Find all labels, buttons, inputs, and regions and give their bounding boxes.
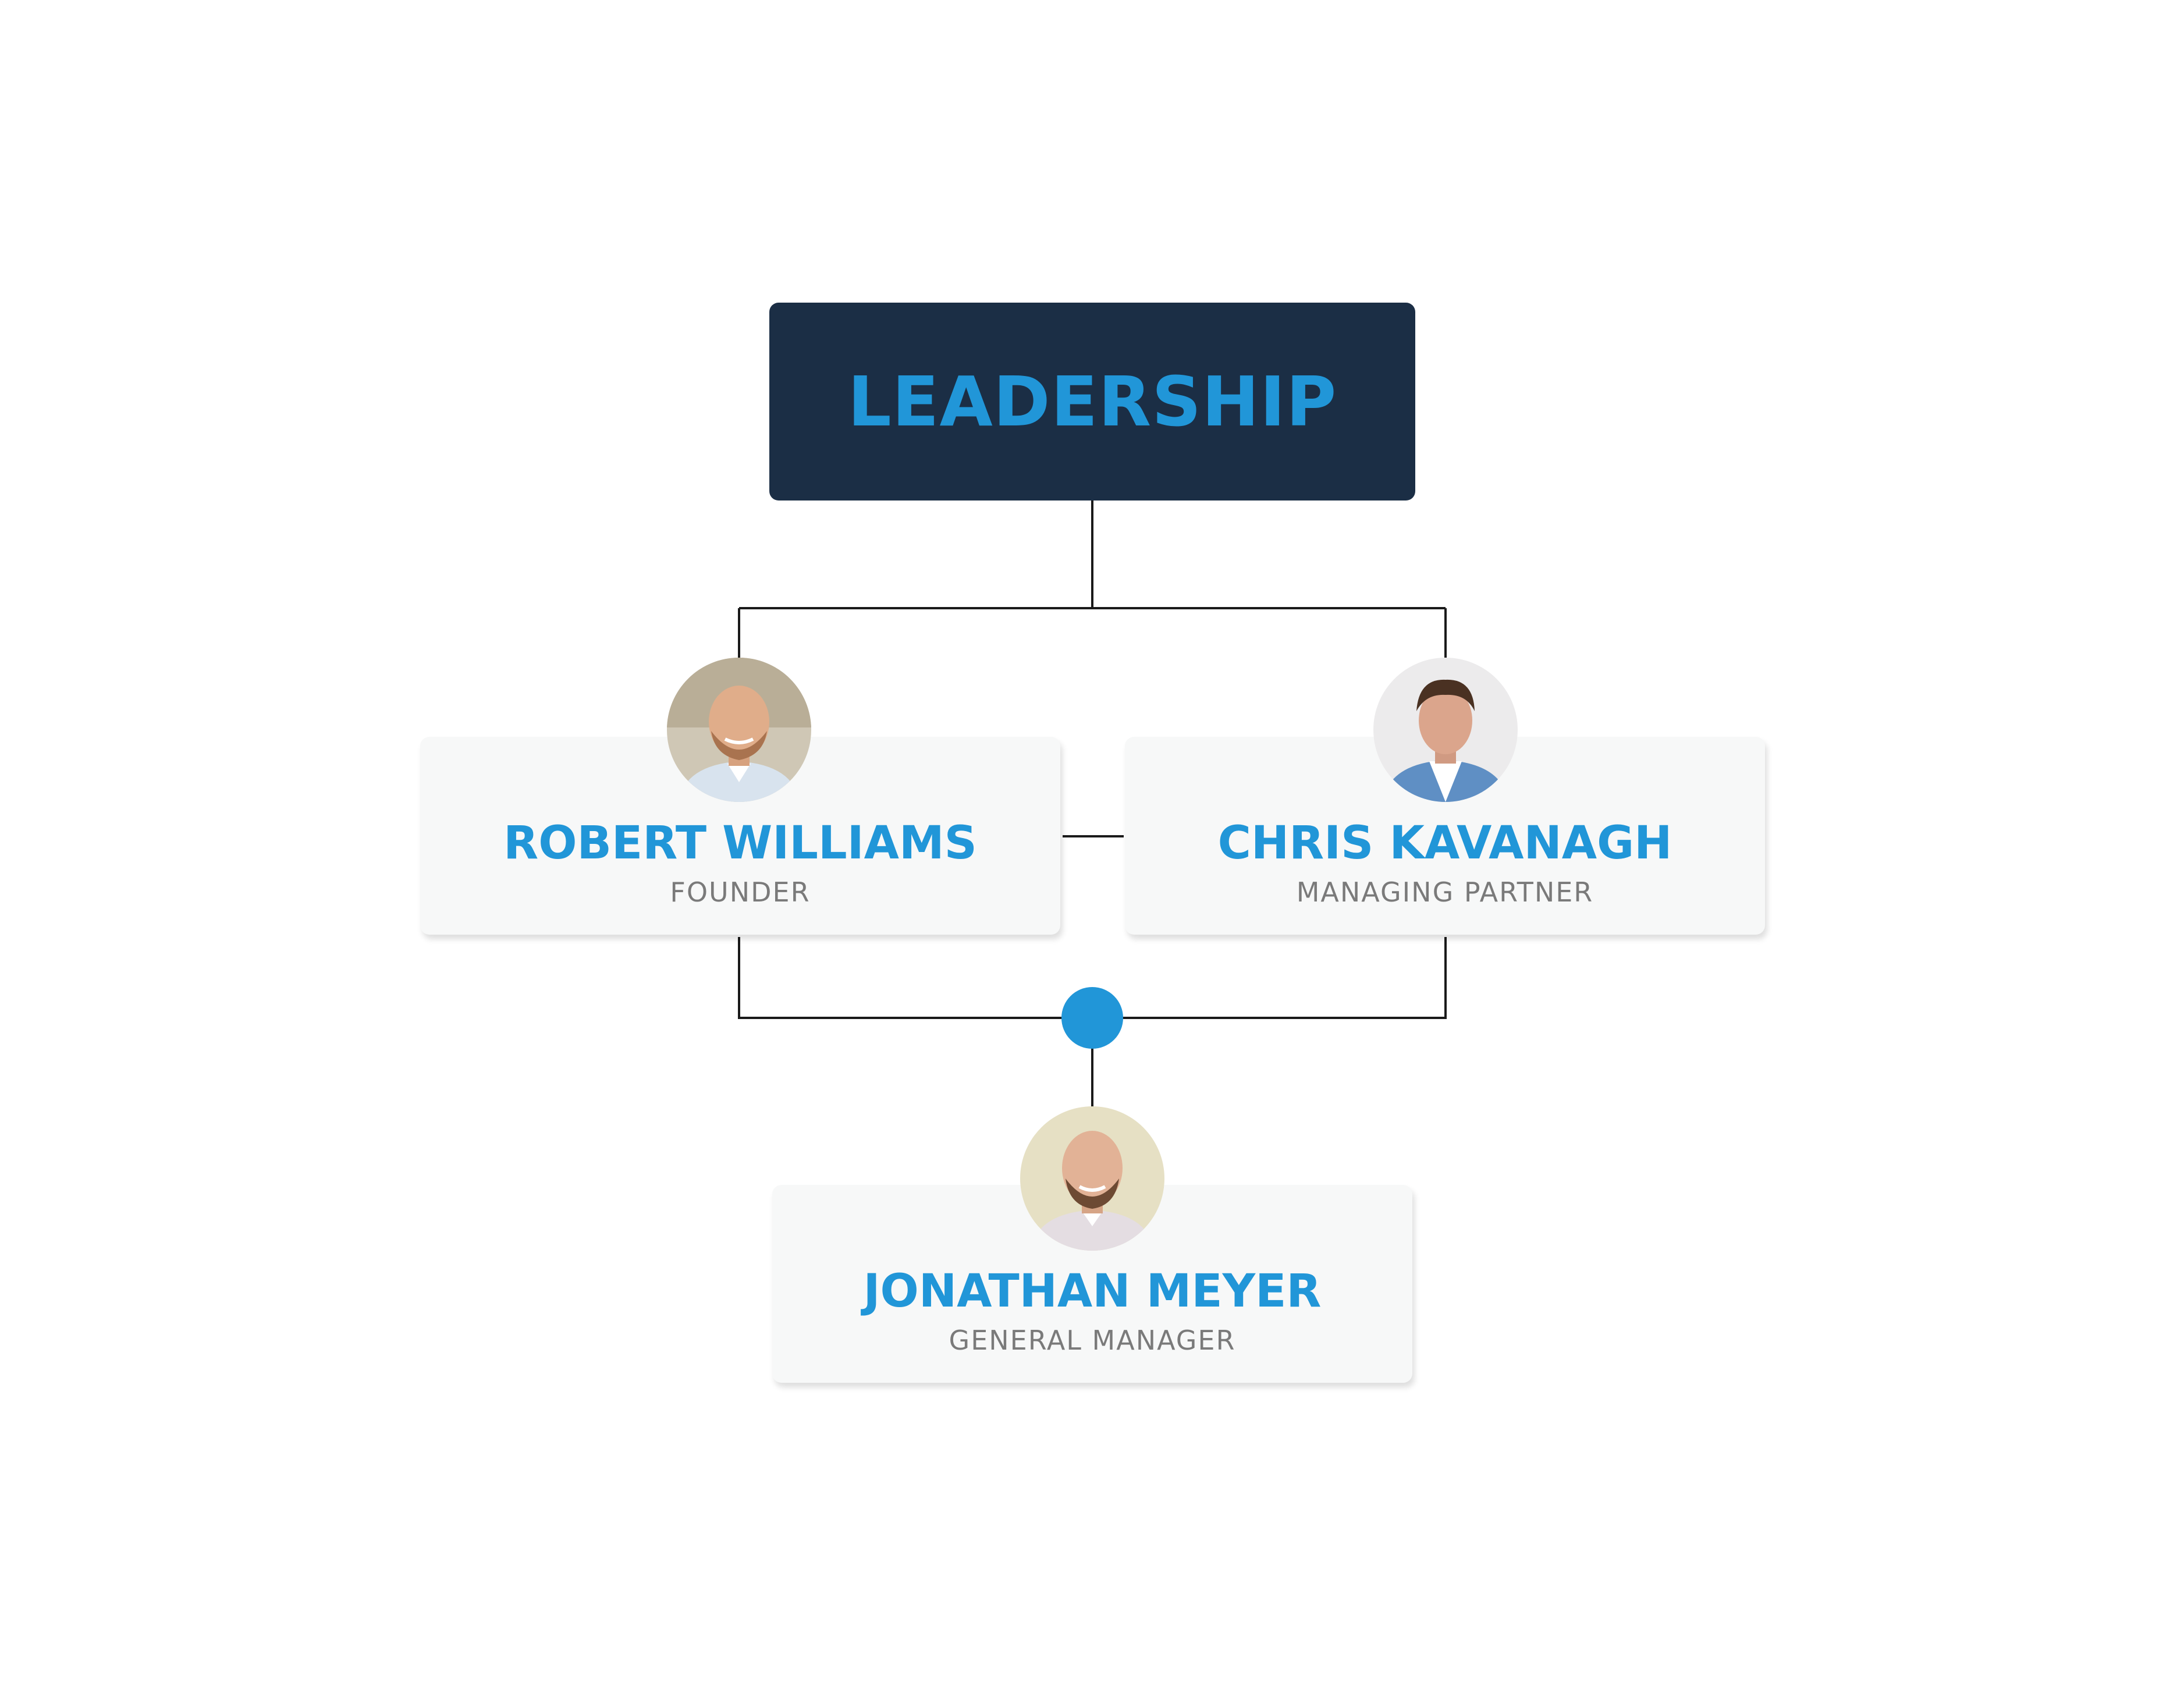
connector-partner-down bbox=[1092, 937, 1447, 1019]
person-role: FOUNDER bbox=[670, 876, 811, 908]
person-role: MANAGING PARTNER bbox=[1296, 876, 1594, 908]
connector-founder-down bbox=[738, 937, 1092, 1019]
card-founder: ROBERT WILLIAMS FOUNDER bbox=[420, 737, 1060, 935]
person-name: JONATHAN MEYER bbox=[863, 1265, 1322, 1318]
avatar-manager bbox=[1020, 1106, 1164, 1251]
connector-hub-node bbox=[1061, 987, 1123, 1049]
leadership-title-box: LEADERSHIP bbox=[769, 303, 1415, 501]
person-role: GENERAL MANAGER bbox=[949, 1325, 1236, 1356]
person-name: ROBERT WILLIAMS bbox=[503, 817, 977, 869]
avatar-partner bbox=[1373, 658, 1518, 802]
person-name: CHRIS KAVANAGH bbox=[1217, 817, 1672, 869]
leadership-title: LEADERSHIP bbox=[847, 361, 1337, 442]
avatar-founder bbox=[667, 658, 811, 802]
